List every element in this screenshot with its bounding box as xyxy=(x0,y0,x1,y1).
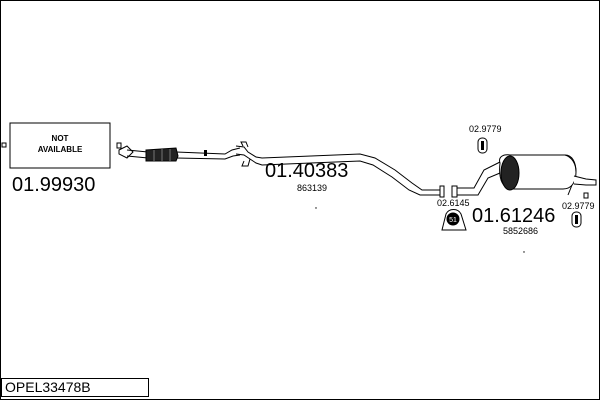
rear-silencer xyxy=(499,154,597,199)
clamp-icon: 51 xyxy=(441,209,467,231)
frame-nub-left xyxy=(1,142,7,148)
dot-marker-2 xyxy=(523,251,525,253)
not-available-line2: AVAILABLE xyxy=(38,145,83,154)
oe-number-rear-silencer: 5852686 xyxy=(503,226,538,236)
accessory-number-rubber-bottom: 02.9779 xyxy=(562,201,595,211)
part-number-downpipe: 01.99930 xyxy=(12,174,95,196)
rubber-mount-bottom xyxy=(571,211,582,228)
accessory-number-rubber-top: 02.9779 xyxy=(469,124,502,134)
catalyst-ridge xyxy=(153,149,171,161)
pipe-clip xyxy=(204,150,207,156)
dot-marker-1 xyxy=(315,207,317,209)
connector-pipe xyxy=(439,161,501,198)
rubber-mount-top xyxy=(477,137,488,154)
not-available-box xyxy=(9,122,111,169)
catalog-code-label: OPEL33478B xyxy=(1,378,149,397)
svg-text:51: 51 xyxy=(449,217,457,224)
part-number-middle-pipe: 01.40383 xyxy=(265,160,348,182)
front-pipe-with-catalyst xyxy=(116,142,241,160)
not-available-line1: NOT xyxy=(52,134,69,143)
middle-pipe xyxy=(235,141,440,196)
part-number-rear-silencer: 01.61246 xyxy=(472,205,555,227)
accessory-number-clamp: 02.6145 xyxy=(437,198,470,208)
oe-number-middle-pipe: 863139 xyxy=(297,183,327,193)
